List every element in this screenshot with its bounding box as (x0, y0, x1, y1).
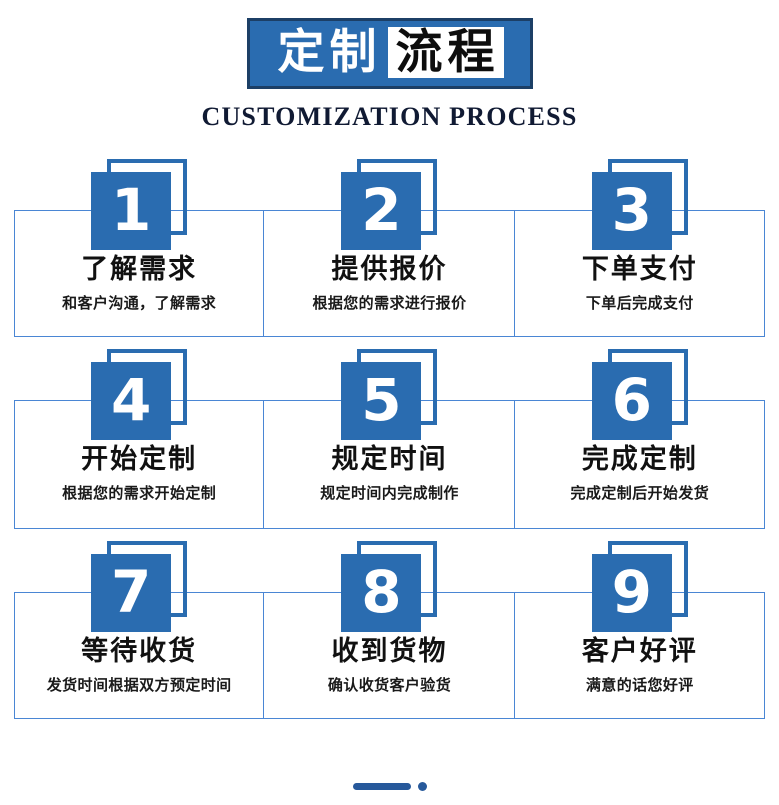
step-badge: 1 (91, 159, 188, 255)
card-title: 客户好评 (581, 636, 698, 667)
card-description: 根据您的需求开始定制 (62, 483, 217, 502)
title-badge: 定制 流程 (246, 18, 533, 89)
process-card-8[interactable]: 8 收到货物 确认收货客户验货 (263, 529, 515, 719)
ornament-bar-icon (352, 783, 411, 790)
process-card-6[interactable]: 6 完成定制 完成定制后开始发货 (513, 337, 765, 529)
step-number: 2 (361, 175, 402, 244)
step-number: 1 (110, 175, 152, 244)
step-number: 5 (361, 365, 402, 434)
step-badge: 5 (341, 349, 438, 445)
footer-ornament (0, 782, 779, 791)
badge-filled-square: 4 (91, 362, 172, 440)
card-description: 满意的话您好评 (585, 675, 694, 694)
card-description: 和客户沟通，了解需求 (62, 293, 217, 312)
step-badge: 7 (91, 541, 188, 637)
step-badge: 6 (591, 349, 688, 445)
card-title: 完成定制 (581, 444, 698, 475)
step-number: 8 (361, 557, 402, 626)
badge-filled-square: 9 (591, 554, 672, 632)
card-title: 开始定制 (81, 444, 198, 475)
step-badge: 2 (341, 159, 438, 255)
step-badge: 4 (91, 349, 188, 445)
badge-filled-square: 7 (91, 554, 172, 632)
card-description: 下单后完成支付 (585, 293, 694, 312)
card-text: 收到货物 确认收货客户验货 (264, 637, 514, 695)
page-title-part-a: 定制 (277, 25, 382, 80)
card-title: 了解需求 (81, 254, 198, 285)
badge-filled-square: 8 (341, 554, 422, 632)
ornament-dot-icon (417, 782, 427, 791)
card-text: 规定时间 规定时间内完成制作 (264, 445, 514, 503)
step-number: 3 (611, 175, 652, 244)
card-description: 发货时间根据双方预定时间 (46, 675, 232, 694)
page-title-part-b: 流程 (387, 27, 504, 78)
step-number: 7 (110, 557, 152, 626)
card-description: 根据您的需求进行报价 (312, 293, 467, 312)
process-card-4[interactable]: 4 开始定制 根据您的需求开始定制 (14, 337, 265, 529)
step-number: 4 (110, 365, 152, 434)
badge-filled-square: 2 (341, 172, 422, 250)
process-row-1: 1 了解需求 和客户沟通，了解需求 2 提供报价 根据您的需求进行报价 (14, 147, 765, 337)
title-inner: 定制 流程 (276, 27, 504, 78)
step-number: 9 (611, 557, 652, 626)
page-header: 定制 流程 CUSTOMIZATION PROCESS (0, 0, 779, 132)
card-text: 等待收货 发货时间根据双方预定时间 (14, 637, 264, 695)
process-card-1[interactable]: 1 了解需求 和客户沟通，了解需求 (14, 147, 265, 337)
process-card-2[interactable]: 2 提供报价 根据您的需求进行报价 (263, 147, 515, 337)
badge-filled-square: 3 (591, 172, 672, 250)
step-badge: 8 (341, 541, 438, 637)
card-description: 完成定制后开始发货 (570, 483, 710, 502)
step-badge: 3 (591, 159, 688, 255)
card-text: 下单支付 下单后完成支付 (515, 255, 765, 313)
step-number: 6 (611, 365, 652, 434)
card-text: 客户好评 满意的话您好评 (515, 637, 765, 695)
card-text: 开始定制 根据您的需求开始定制 (14, 445, 264, 503)
card-title: 收到货物 (331, 636, 448, 667)
process-row-2: 4 开始定制 根据您的需求开始定制 5 规定时间 规定时间内完成制作 (14, 337, 765, 529)
badge-filled-square: 5 (341, 362, 422, 440)
card-title: 等待收货 (81, 636, 198, 667)
card-text: 了解需求 和客户沟通，了解需求 (14, 255, 264, 313)
card-title: 下单支付 (581, 254, 698, 285)
card-description: 确认收货客户验货 (327, 675, 452, 694)
card-description: 规定时间内完成制作 (320, 483, 459, 502)
badge-filled-square: 1 (91, 172, 172, 250)
card-text: 完成定制 完成定制后开始发货 (515, 445, 765, 503)
process-card-7[interactable]: 7 等待收货 发货时间根据双方预定时间 (14, 529, 265, 719)
card-title: 提供报价 (331, 254, 448, 285)
process-card-3[interactable]: 3 下单支付 下单后完成支付 (513, 147, 765, 337)
card-title: 规定时间 (331, 444, 448, 475)
page-subtitle: CUSTOMIZATION PROCESS (201, 102, 578, 131)
step-badge: 9 (591, 541, 688, 637)
process-row-3: 7 等待收货 发货时间根据双方预定时间 8 收到货物 确认收货客户验货 (14, 529, 765, 719)
process-grid: 1 了解需求 和客户沟通，了解需求 2 提供报价 根据您的需求进行报价 (14, 147, 765, 719)
process-card-9[interactable]: 9 客户好评 满意的话您好评 (513, 529, 765, 719)
badge-filled-square: 6 (591, 362, 672, 440)
process-card-5[interactable]: 5 规定时间 规定时间内完成制作 (263, 337, 515, 529)
card-text: 提供报价 根据您的需求进行报价 (264, 255, 514, 313)
